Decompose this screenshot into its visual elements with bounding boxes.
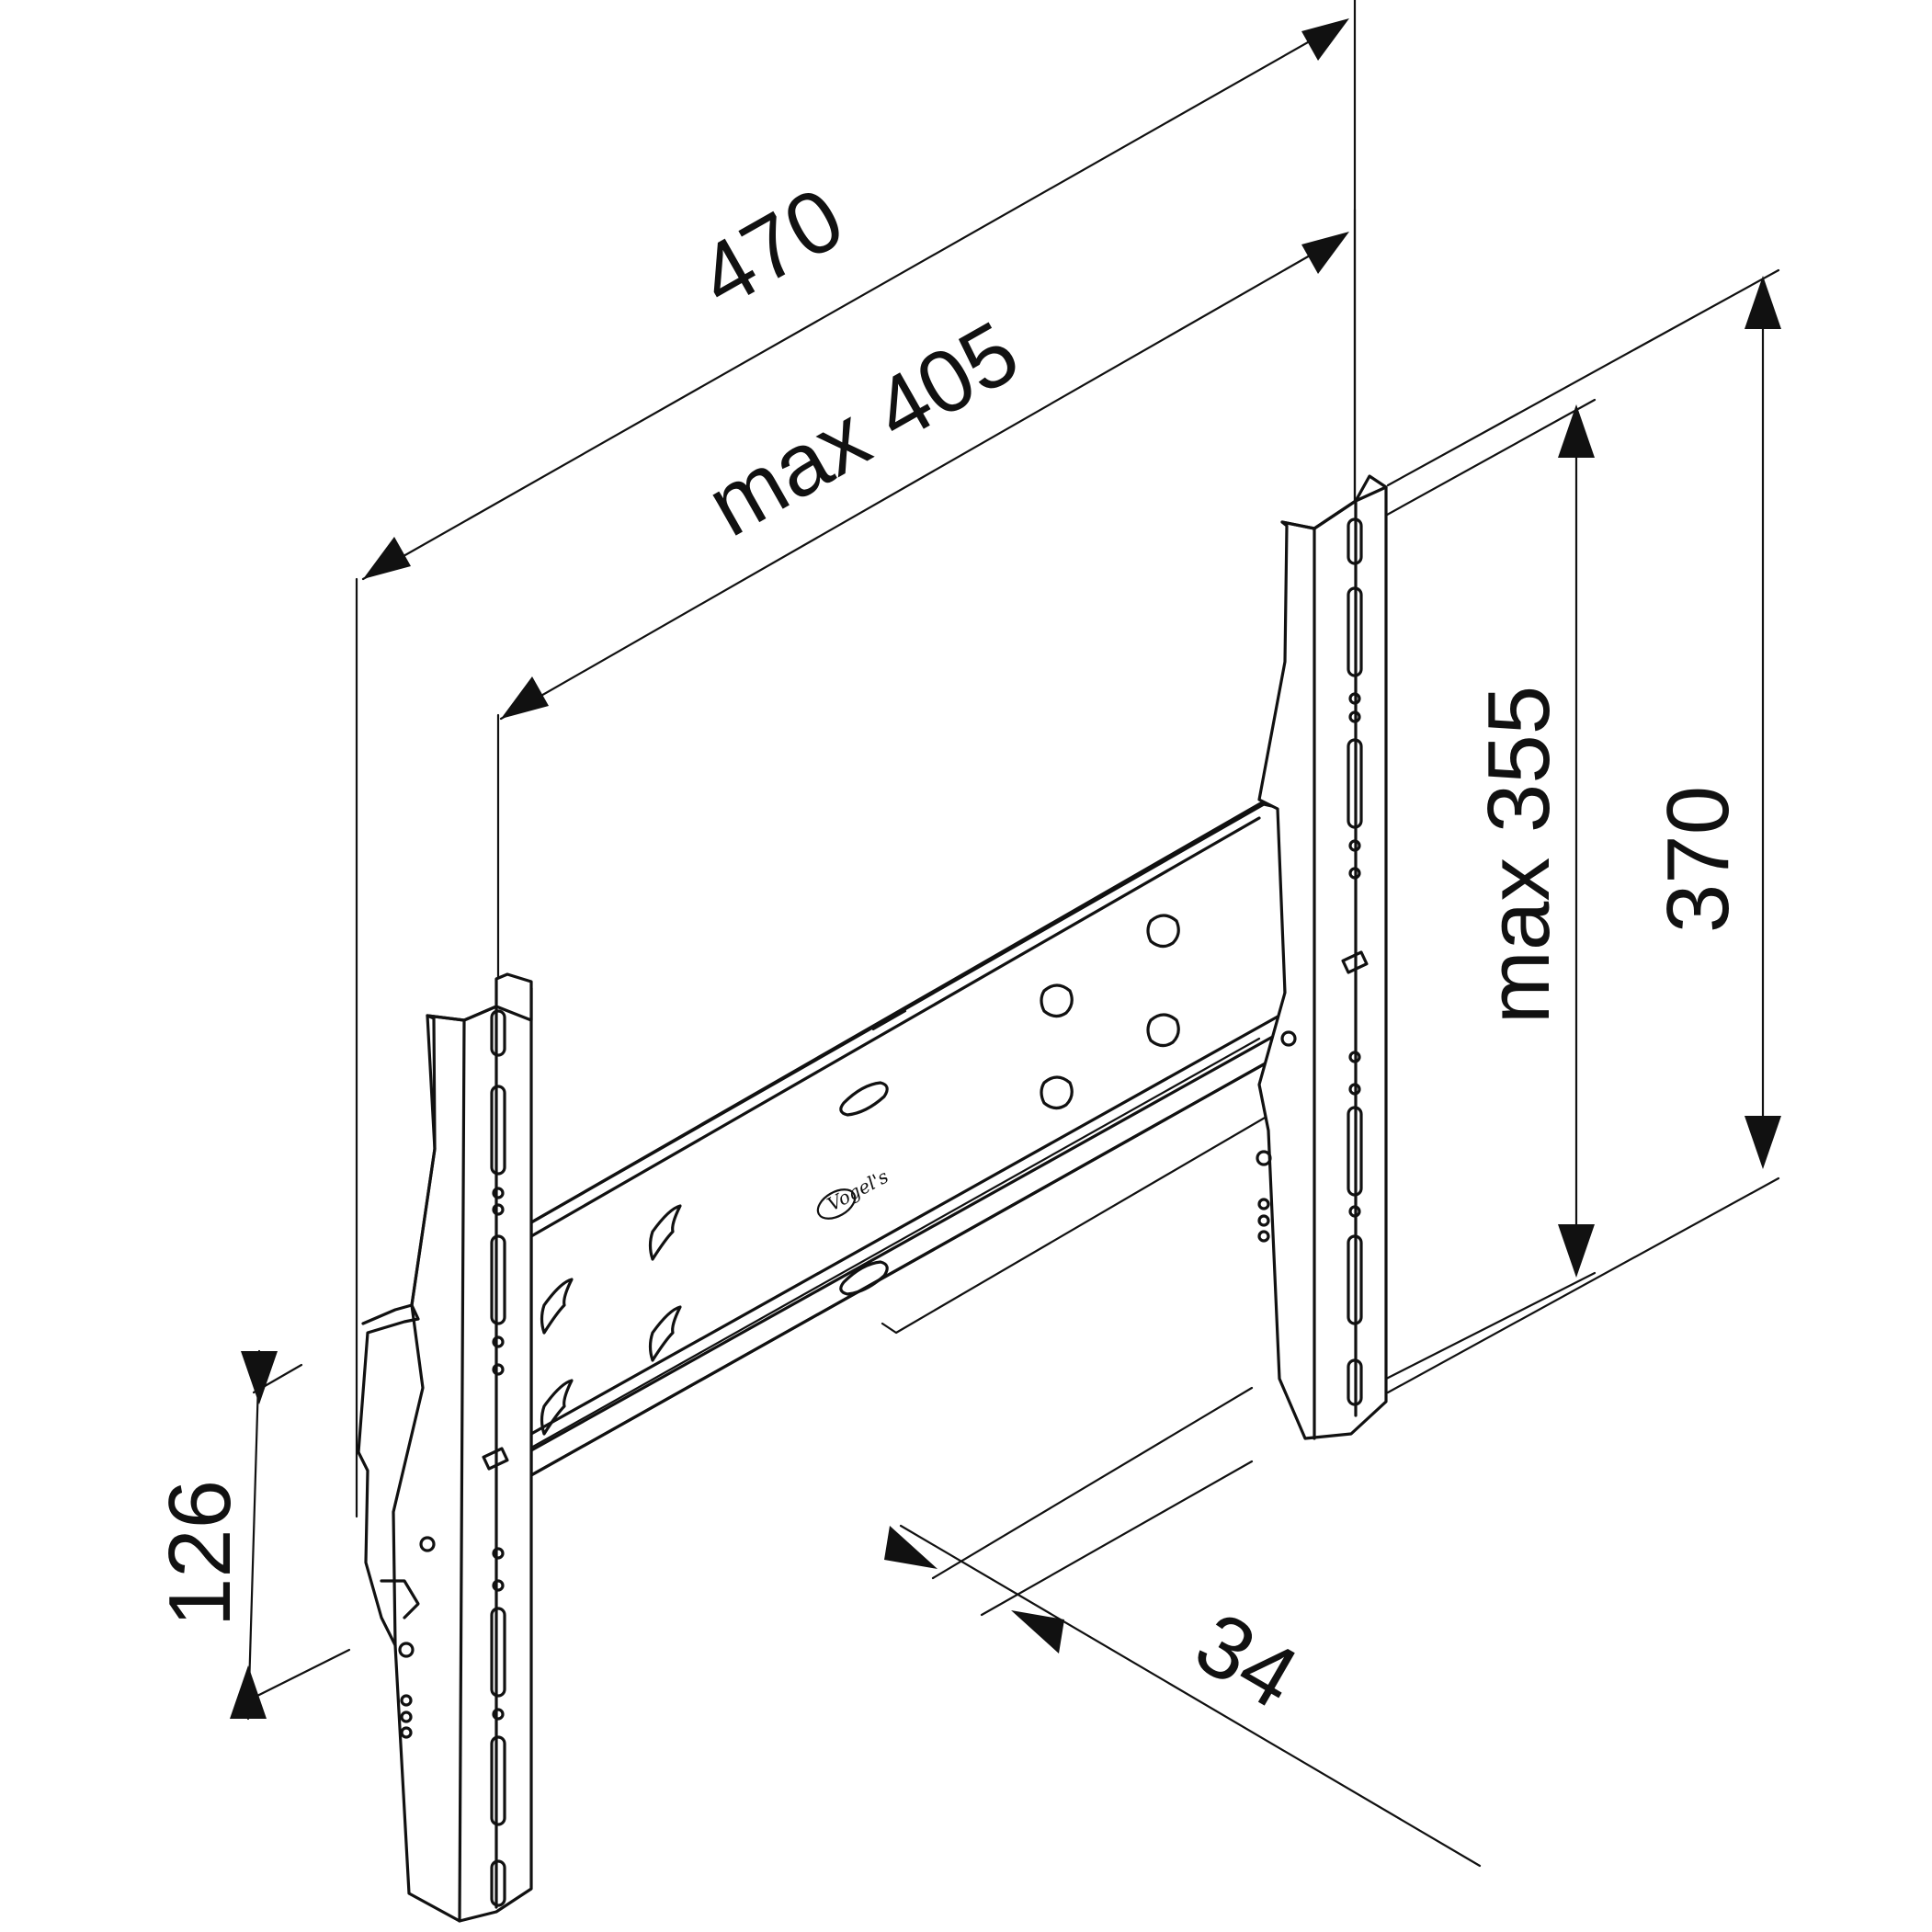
arrowhead	[1301, 232, 1349, 274]
dimension-labels: 470 max 405 370 max 355 126 34	[151, 169, 1747, 1728]
right-rail-holes	[1256, 517, 1369, 1406]
dim-rail-height-label: 126	[151, 1480, 249, 1627]
arrowhead	[241, 1351, 278, 1404]
arrowheads	[230, 18, 1781, 1719]
arrowhead	[230, 1665, 267, 1719]
arrowhead	[1744, 276, 1781, 329]
dim-max-hole-height-label: max 355	[1470, 686, 1568, 1024]
dim-depth-label: 34	[1179, 1594, 1313, 1728]
mount-plate: Vogel's	[529, 800, 1287, 1477]
dimension-lines	[246, 21, 1765, 1868]
dim-overall-height-label: 370	[1649, 786, 1747, 933]
right-rail	[1256, 474, 1388, 1440]
dim-max-hole-width-label: max 405	[691, 302, 1034, 555]
arrowhead	[1011, 1610, 1064, 1654]
arrowhead	[884, 1526, 938, 1569]
dim-overall-width-label: 470	[683, 169, 859, 327]
arrowhead	[1558, 404, 1595, 458]
arrowhead	[1301, 18, 1349, 61]
plate-mounting-holes	[540, 914, 1180, 1436]
left-rail	[357, 972, 533, 1923]
arrowhead	[363, 537, 411, 579]
left-rail-holes	[398, 1009, 509, 1907]
arrowhead	[501, 676, 549, 719]
arrowhead	[1744, 1116, 1781, 1169]
arrowhead	[1558, 1224, 1595, 1278]
